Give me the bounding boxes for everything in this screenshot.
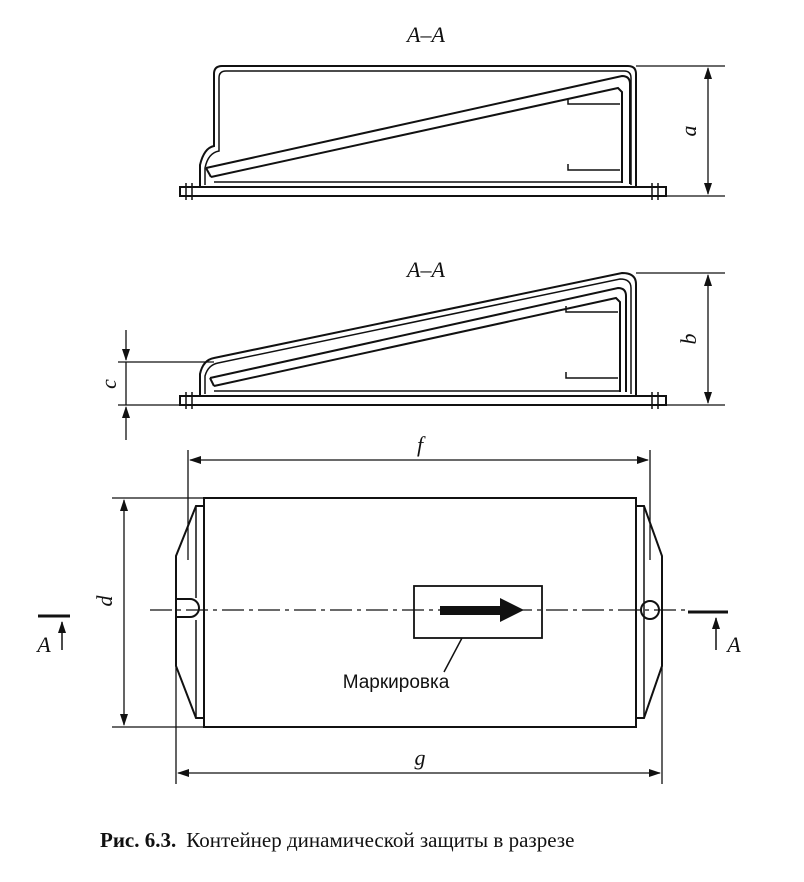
section-marker-left [38, 614, 70, 650]
middle-base-flange [179, 395, 667, 406]
marking-arrow-icon [440, 598, 524, 622]
dimension-f [187, 450, 651, 560]
middle-section-label: A–A [405, 257, 445, 282]
dim-b-label: b [676, 334, 701, 345]
top-base-flange [179, 186, 667, 197]
dimension-a [636, 65, 725, 197]
dimension-g [175, 666, 663, 784]
dim-c-label: c [96, 379, 121, 389]
plan-right-flange [636, 505, 663, 719]
dimension-b [636, 272, 725, 406]
middle-inclined-plate [209, 286, 627, 392]
top-inclined-plate [205, 74, 631, 184]
middle-section-view [179, 271, 667, 409]
dim-d-label: d [92, 595, 117, 607]
plan-left-slot [176, 598, 200, 618]
section-marker-right [688, 610, 728, 650]
top-section-label: A–A [405, 22, 445, 47]
plan-left-flange [175, 505, 204, 719]
marking-leader [443, 637, 463, 673]
middle-outer-lid [199, 271, 637, 396]
marking-plate [413, 585, 543, 639]
dimension-d [112, 497, 204, 728]
plan-view [175, 497, 663, 728]
section-marker-left-label: A [35, 632, 51, 657]
plan-body [203, 497, 637, 728]
dimension-c [118, 330, 214, 440]
dim-g-label: g [415, 745, 426, 770]
dim-f-label: f [417, 432, 426, 457]
section-marker-right-label: A [725, 632, 741, 657]
caption-text: Контейнер динамической защиты в разрезе [186, 828, 574, 852]
figure-caption: Рис. 6.3. Контейнер динамической защиты … [100, 828, 574, 852]
top-section-view [179, 65, 667, 200]
top-outer-lid [199, 65, 637, 187]
caption-number: Рис. 6.3. [100, 828, 176, 852]
dim-a-label: a [676, 126, 701, 137]
marking-label: Маркировка [343, 672, 450, 693]
